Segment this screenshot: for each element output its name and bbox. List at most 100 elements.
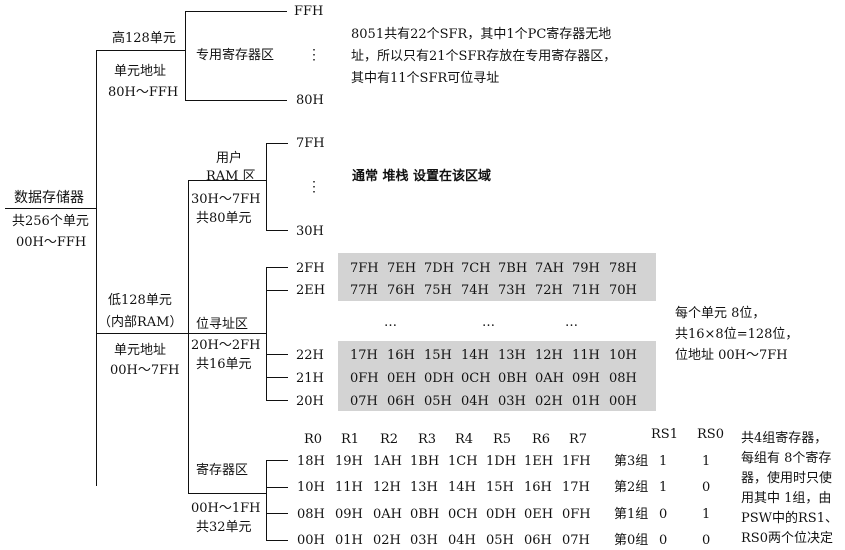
bit-address: 7CH <box>461 261 491 276</box>
register-address: 06H <box>524 533 552 548</box>
byte-address: 20H <box>296 394 324 409</box>
bit-address: 08H <box>609 371 637 386</box>
bit-table-top-bg <box>338 253 656 301</box>
sfr-region-label: 专用寄存器区 <box>196 48 275 63</box>
register-address: 07H <box>562 533 590 548</box>
reg-tick-08 <box>266 513 288 514</box>
rs0-value: 1 <box>702 507 711 522</box>
register-header: R0 <box>304 432 323 447</box>
rs1-value: 0 <box>659 507 668 522</box>
bit-address: 7FH <box>350 261 379 276</box>
register-header: R1 <box>341 432 360 447</box>
ellipsis: … <box>482 315 495 330</box>
register-address: 02H <box>373 533 401 548</box>
reg-note-line-3: 器，使用时只使 <box>741 471 833 486</box>
register-header: R6 <box>532 432 551 447</box>
bit-address: 70H <box>609 283 637 298</box>
rs1-value: 1 <box>659 480 668 495</box>
register-address: 00H <box>297 533 325 548</box>
bit-tick-22 <box>266 354 288 355</box>
register-address: 12H <box>373 480 401 495</box>
bit-address: 7DH <box>424 261 455 276</box>
bit-area-range: 20H～2FH <box>191 338 261 353</box>
register-address: 13H <box>410 480 438 495</box>
bit-address: 75H <box>424 283 452 298</box>
register-address: 1FH <box>562 454 591 469</box>
bit-address: 09H <box>572 371 600 386</box>
high-addr-label: 单元地址 <box>114 64 167 79</box>
register-address: 0EH <box>524 507 554 522</box>
sfr-note-line-3: 其中有11个SFR可位寻址 <box>351 71 500 86</box>
high-label: 高128单元 <box>112 31 176 46</box>
bit-address: 0CH <box>461 371 491 386</box>
register-address: 10H <box>297 480 325 495</box>
bit-address: 11H <box>572 348 600 363</box>
register-address: 0FH <box>562 507 591 522</box>
register-header: R2 <box>380 432 399 447</box>
reg-area-count: 共32单元 <box>196 520 252 535</box>
register-header: R5 <box>493 432 512 447</box>
reg-tick-10 <box>266 487 288 488</box>
register-address: 0CH <box>448 507 478 522</box>
register-address: 01H <box>335 533 363 548</box>
high-branch <box>96 50 186 51</box>
register-address: 0BH <box>410 507 440 522</box>
bit-address: 7EH <box>387 261 417 276</box>
bit-note-line-1: 每个单元 8位， <box>675 306 766 321</box>
root-count: 共256个单元 <box>12 214 89 229</box>
register-address: 15H <box>486 480 514 495</box>
register-header: R7 <box>569 432 588 447</box>
bit-address: 00H <box>609 394 637 409</box>
user-ram-count: 共80单元 <box>196 211 252 226</box>
root-underline <box>5 208 97 209</box>
rs0-header: RS0 <box>697 427 724 442</box>
register-address: 03H <box>410 533 438 548</box>
high-addr-range: 80H～FFH <box>108 85 179 100</box>
bit-address: 16H <box>387 348 415 363</box>
user-ram-title-1: 用户 <box>216 151 243 166</box>
bit-address: 73H <box>498 283 526 298</box>
sfr-ellipsis: ⋮ <box>307 47 321 63</box>
bit-spine <box>266 267 267 401</box>
reg-note-line-4: 用其中 1组，由 <box>741 491 832 506</box>
bit-address: 7AH <box>535 261 564 276</box>
high-spine <box>185 11 186 101</box>
register-address: 16H <box>524 480 552 495</box>
ellipsis: … <box>384 315 397 330</box>
low-spine <box>188 180 189 493</box>
user-ram-top-addr: 7FH <box>296 136 325 151</box>
low-addr-label: 单元地址 <box>114 343 167 358</box>
rs1-header: RS1 <box>651 427 678 442</box>
reg-tick-00 <box>266 540 288 541</box>
reg-spine <box>266 460 267 541</box>
bit-area-title: 位寻址区 <box>196 317 249 332</box>
bit-address: 78H <box>609 261 637 276</box>
user-ram-bottom-addr: 30H <box>296 224 324 239</box>
register-address: 09H <box>335 507 363 522</box>
bit-address: 79H <box>572 261 600 276</box>
register-address: 17H <box>562 480 590 495</box>
bit-tick-21 <box>266 377 288 378</box>
root-range: 00H～FFH <box>16 235 87 250</box>
bit-address: 76H <box>387 283 415 298</box>
sfr-note-line-2: 址，所以只有21个SFR存放在专用寄存器区， <box>351 49 617 64</box>
low-label: 低128单元 <box>108 293 172 308</box>
rs0-value: 0 <box>702 480 711 495</box>
user-ram-ellipsis: ⋮ <box>307 179 321 195</box>
register-group-label: 第3组 <box>614 454 649 469</box>
register-address: 19H <box>335 454 363 469</box>
bit-table-bottom-bg <box>338 341 656 411</box>
bit-tick-2e <box>266 290 288 291</box>
reg-area-range: 00H～1FH <box>191 501 261 516</box>
register-address: 18H <box>297 454 325 469</box>
register-address: 11H <box>335 480 363 495</box>
bit-address: 05H <box>424 394 452 409</box>
user-branch <box>188 180 266 181</box>
rs0-value: 1 <box>702 454 711 469</box>
bit-tick-20 <box>266 400 288 401</box>
bit-address: 04H <box>461 394 489 409</box>
byte-address: 2EH <box>296 283 326 298</box>
bit-address: 07H <box>350 394 378 409</box>
rs1-value: 1 <box>659 454 668 469</box>
